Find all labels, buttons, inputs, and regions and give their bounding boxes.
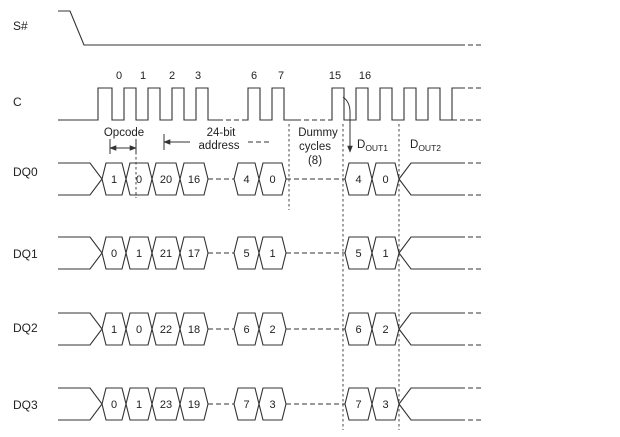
lane-tail: [398, 236, 460, 270]
opcode-value-0: 0: [111, 248, 117, 260]
signal-label-dq0: DQ0: [13, 165, 38, 179]
address-value-2: 4: [243, 174, 249, 186]
clock-number-0: 0: [116, 70, 122, 82]
dummy-label-line3: (8): [308, 155, 322, 167]
opcode-value-1: 0: [136, 324, 142, 336]
address-value-0: 23: [160, 399, 172, 411]
data-value-1: 3: [382, 399, 388, 411]
address-value-2: 7: [243, 399, 249, 411]
clock-waveform-segment-3: [328, 87, 460, 121]
lane-tail-dash: [460, 387, 482, 421]
dout1-label: DOUT1: [357, 139, 388, 153]
data-value-1: 0: [382, 174, 388, 186]
address-value-2: 6: [243, 324, 249, 336]
sample-edge-arrow: [342, 96, 353, 153]
lane-lead-in: [58, 387, 103, 421]
address-value-1: 19: [188, 399, 200, 411]
address-label-line2: address: [199, 140, 240, 152]
opcode-label: Opcode: [104, 127, 144, 139]
data-value-0: 6: [355, 324, 361, 336]
address-value-0: 21: [160, 248, 172, 260]
lane-lead-in: [58, 162, 103, 196]
clock-waveform-segment-1: [58, 87, 218, 121]
lane-lead-in: [58, 312, 103, 346]
address-value-1: 16: [188, 174, 200, 186]
data-value-0: 5: [355, 248, 361, 260]
dq-lane-0: 1 0 20 16 4 0 4 0: [58, 162, 482, 196]
lane-tail: [398, 312, 460, 346]
opcode-value-1: 1: [136, 248, 142, 260]
dummy-label-line1: Dummy: [298, 127, 338, 139]
address-value-0: 20: [160, 174, 172, 186]
signal-label-dq2: DQ2: [13, 321, 38, 335]
address-value-2: 5: [243, 248, 249, 260]
dout2-label: DOUT2: [410, 139, 441, 153]
clock-number-16: 16: [359, 70, 371, 82]
chip-select-waveform: [58, 10, 460, 46]
clock-number-15: 15: [329, 70, 341, 82]
opcode-value-1: 1: [136, 399, 142, 411]
dq-lane-2: 1 0 22 18 6 2 6 2: [58, 312, 482, 346]
address-value-3: 0: [269, 174, 275, 186]
opcode-value-1: 0: [136, 174, 142, 186]
address-label-line1: 24-bit: [207, 127, 237, 139]
dq-lane-1: 0 1 21 17 5 1 5 1: [58, 236, 482, 270]
dq-lane-3: 0 1 23 19 7 3 7 3: [58, 387, 482, 421]
address-value-1: 17: [188, 248, 200, 260]
clock-number-2: 2: [169, 70, 175, 82]
lane-tail: [398, 387, 460, 421]
clock-number-7: 7: [278, 70, 284, 82]
opcode-value-0: 1: [111, 324, 117, 336]
data-value-1: 1: [382, 248, 388, 260]
clock-waveform-segment-2: [244, 87, 296, 121]
signal-label-c: C: [13, 95, 22, 109]
opcode-value-0: 0: [111, 399, 117, 411]
data-value-0: 4: [355, 174, 361, 186]
clock-number-6: 6: [251, 70, 257, 82]
data-value-1: 2: [382, 324, 388, 336]
lane-tail-dash: [460, 162, 482, 196]
dummy-label-line2: cycles: [299, 141, 331, 153]
lane-tail-dash: [460, 236, 482, 270]
signal-label-s: S#: [13, 19, 28, 33]
lane-lead-in: [58, 236, 103, 270]
address-value-3: 3: [269, 399, 275, 411]
clock-number-3: 3: [195, 70, 201, 82]
lane-tail-dash: [460, 312, 482, 346]
data-value-0: 7: [355, 399, 361, 411]
address-value-3: 1: [269, 248, 275, 260]
signal-label-dq3: DQ3: [13, 398, 38, 412]
signal-label-dq1: DQ1: [13, 247, 38, 261]
clock-number-1: 1: [140, 70, 146, 82]
lane-tail: [398, 162, 460, 196]
address-value-0: 22: [160, 324, 172, 336]
opcode-value-0: 1: [111, 174, 117, 186]
address-value-1: 18: [188, 324, 200, 336]
address-value-3: 2: [269, 324, 275, 336]
